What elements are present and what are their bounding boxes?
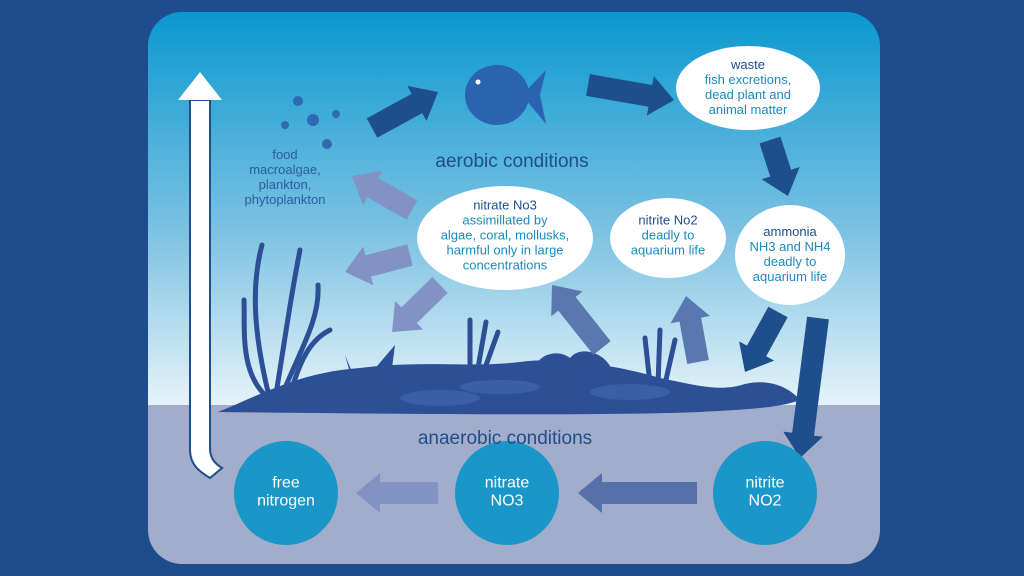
free-nitrogen-node [234, 441, 338, 545]
nitrite-text: nitrite No2 deadly to aquarium life [630, 212, 706, 259]
nitrite-to-nitrate-arrow [578, 473, 697, 513]
free-nitrogen-return-arrow [178, 72, 224, 480]
nitrite-line: deadly to [641, 227, 695, 243]
nitrate-line: concentrations [462, 257, 548, 273]
rock [535, 351, 612, 370]
nitrate-to-seabed-arrow [392, 277, 448, 332]
nitrate-node [455, 441, 559, 545]
fish-to-waste-arrow [586, 74, 674, 116]
node-line: nitrogen [257, 493, 315, 510]
fish-icon [465, 65, 546, 125]
nitrate-to-free-nitrogen-arrow [356, 473, 438, 513]
node-line: nitrite [745, 474, 785, 492]
food-line: plankton, [258, 177, 312, 192]
node-line: NO3 [490, 493, 524, 510]
ammonia-title: ammonia [763, 224, 817, 240]
nitrate-line: harmful only in large [446, 242, 564, 258]
nitrate-line: algae, coral, mollusks, [440, 227, 570, 243]
node-line: NO2 [748, 493, 782, 510]
ammonia-line: aquarium life [752, 268, 828, 284]
ammonia-to-nitrite-node-arrow [783, 316, 829, 458]
nitrite-line: aquarium life [630, 242, 706, 258]
nitrate-node-text: nitrate NO3 [485, 475, 529, 512]
free-nitrogen-text: free nitrogen [257, 475, 315, 512]
nitrite-title: nitrite No2 [638, 212, 698, 228]
small-fish-icons [281, 96, 340, 149]
anaerobic-conditions-label: anaerobic conditions [417, 428, 593, 450]
ammonia-text: ammonia NH3 and NH4 deadly to aquarium l… [749, 224, 831, 285]
node-line: nitrate [484, 474, 530, 492]
waste-line: animal matter [708, 101, 788, 117]
food-to-fish-arrow [366, 85, 438, 138]
aerobic-conditions-label: aerobic conditions [435, 151, 589, 173]
food-line: macroalgae, [249, 162, 321, 178]
nitrite-node-text: nitrite NO2 [745, 475, 784, 512]
nitrate-text: nitrate No3 assimillated by algae, coral… [440, 197, 570, 274]
sediment-to-nitrite-arrow [670, 296, 710, 364]
food-title: food [272, 147, 298, 163]
waste-to-ammonia-arrow [759, 136, 800, 196]
food-label: food macroalgae, plankton, phytoplankton [244, 147, 326, 208]
ammonia-to-sediment-arrow [739, 306, 788, 372]
nitrite-bubble [610, 198, 726, 278]
coral [345, 345, 395, 380]
ammonia-line: deadly to [763, 254, 817, 269]
sediment-to-nitrate-arrow [551, 285, 611, 355]
seaweed [241, 242, 678, 403]
nitrate-to-algae-arrow [345, 244, 413, 286]
waste-title: waste [731, 57, 765, 73]
ammonia-bubble [735, 205, 845, 305]
waste-text: waste fish excretions, dead plant and an… [704, 57, 792, 118]
nitrate-to-food-arrow [352, 170, 418, 220]
waste-bubble [676, 46, 820, 130]
node-line: free [272, 474, 300, 492]
waste-line: fish excretions, [704, 72, 792, 88]
food-line: phytoplankton [244, 191, 326, 207]
nitrate-title: nitrate No3 [473, 197, 537, 213]
nitrate-bubble [417, 186, 593, 290]
nitrite-node [713, 441, 817, 545]
waste-line: dead plant and [704, 87, 792, 102]
ammonia-line: NH3 and NH4 [749, 239, 831, 255]
nitrate-line: assimillated by [462, 212, 548, 228]
